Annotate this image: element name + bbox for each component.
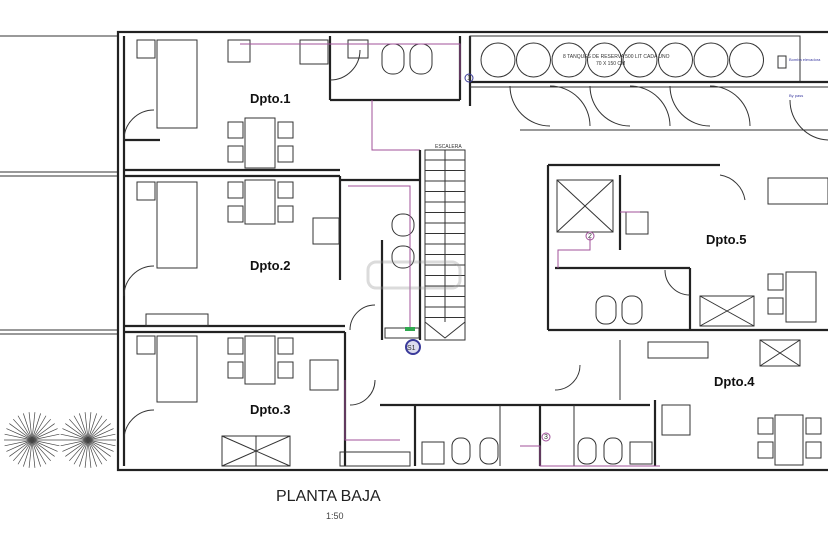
- stair: [424, 149, 466, 341]
- bypass-note: By pass: [789, 93, 803, 98]
- unit-label-dpto-3: Dpto.3: [250, 402, 290, 417]
- tank-icon: [658, 42, 693, 78]
- tree-icon: [60, 412, 116, 468]
- dpto-1-walls: [123, 36, 472, 178]
- marker-3: 3: [541, 432, 551, 442]
- svg-text:1: 1: [467, 75, 471, 82]
- tank-icon: [693, 42, 729, 78]
- patio-lines: [0, 35, 118, 335]
- exterior-walls: [116, 30, 828, 472]
- dpto-3-walls: [123, 332, 376, 467]
- pump-note: Bomba elevadora: [789, 57, 821, 62]
- dpto-4-walls: [647, 339, 822, 466]
- bottom-baths: [339, 340, 691, 467]
- svg-text:3: 3: [544, 434, 548, 441]
- tank-icon: [587, 42, 622, 78]
- dpto-2-walls: [123, 150, 422, 340]
- water-tanks: [469, 35, 828, 141]
- unit-label-dpto-5: Dpto.5: [706, 232, 746, 247]
- tanks-size: 70 X 150 CM: [596, 61, 625, 67]
- dpto-5-walls: [520, 129, 828, 332]
- tank-icon: [622, 42, 658, 78]
- unit-label-dpto-4: Dpto.4: [714, 374, 755, 389]
- unit-label-dpto-1: Dpto.1: [250, 91, 290, 106]
- tank-icon: [516, 42, 551, 78]
- plan-scale: 1:50: [326, 511, 344, 521]
- marker-s1: S1: [405, 339, 421, 355]
- plan-title: PLANTA BAJA: [276, 488, 381, 505]
- tank-icon: [480, 42, 516, 78]
- svg-text:2: 2: [588, 233, 592, 240]
- svg-text:S1: S1: [407, 345, 416, 352]
- unit-label-dpto-2: Dpto.2: [250, 258, 290, 273]
- tree-icon: [4, 412, 60, 468]
- tanks-note: 8 TANQUES DE RESERVA 500 LIT CADA UNO: [563, 54, 670, 60]
- tank-icon: [551, 42, 587, 78]
- marker-2: 2: [585, 231, 595, 241]
- tank-icon: [729, 42, 764, 78]
- tree-icon: [4, 412, 116, 468]
- stair-label: ESCALERA: [435, 144, 462, 150]
- watermark-logo: [366, 260, 462, 290]
- marker-1: 1: [464, 73, 474, 83]
